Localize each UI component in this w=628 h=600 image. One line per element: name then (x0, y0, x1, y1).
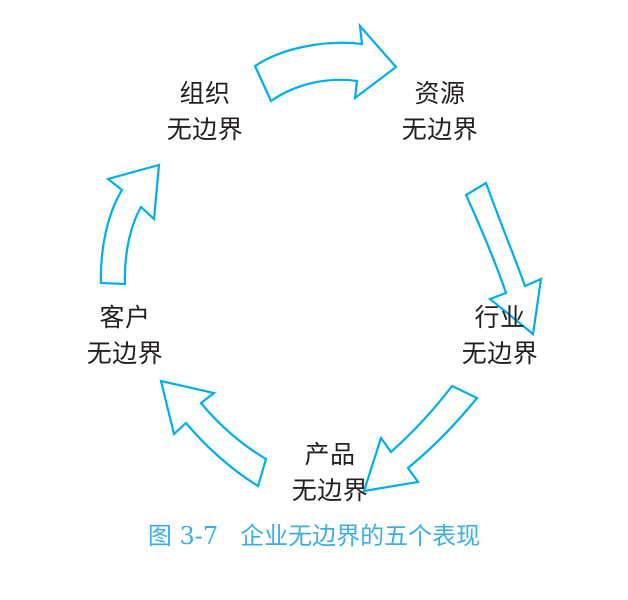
node-label-customer-line1: 客户 (99, 303, 151, 332)
figure-caption-number: 图 3-7 (147, 522, 219, 550)
figure-caption: 图 3-7 企业无边界的五个表现 (0, 519, 628, 553)
node-label-industry-line1: 行业 (474, 303, 526, 332)
figure-caption-title: 企业无边界的五个表现 (240, 522, 481, 550)
node-label-product-line2: 无边界 (291, 476, 369, 505)
node-label-organization-line2: 无边界 (166, 115, 244, 144)
arrow-customer-to-organization (99, 163, 161, 286)
node-label-organization: 组织 无边界 (105, 76, 305, 148)
node-label-industry-line2: 无边界 (461, 339, 539, 368)
arrow-organization-to-resource (253, 22, 398, 103)
arrow-resource-to-industry (464, 181, 543, 337)
arrow-product-to-customer (159, 379, 268, 488)
node-label-product: 产品 无边界 (230, 437, 430, 509)
arrow-industry-to-product (362, 384, 479, 493)
node-label-resource-line1: 资源 (414, 79, 466, 108)
node-label-product-line1: 产品 (304, 440, 356, 469)
node-label-customer: 客户 无边界 (25, 300, 225, 372)
node-label-industry: 行业 无边界 (400, 300, 600, 372)
node-label-customer-line2: 无边界 (86, 339, 164, 368)
node-label-resource-line2: 无边界 (401, 115, 479, 144)
node-label-resource: 资源 无边界 (340, 76, 540, 148)
node-label-organization-line1: 组织 (179, 79, 231, 108)
